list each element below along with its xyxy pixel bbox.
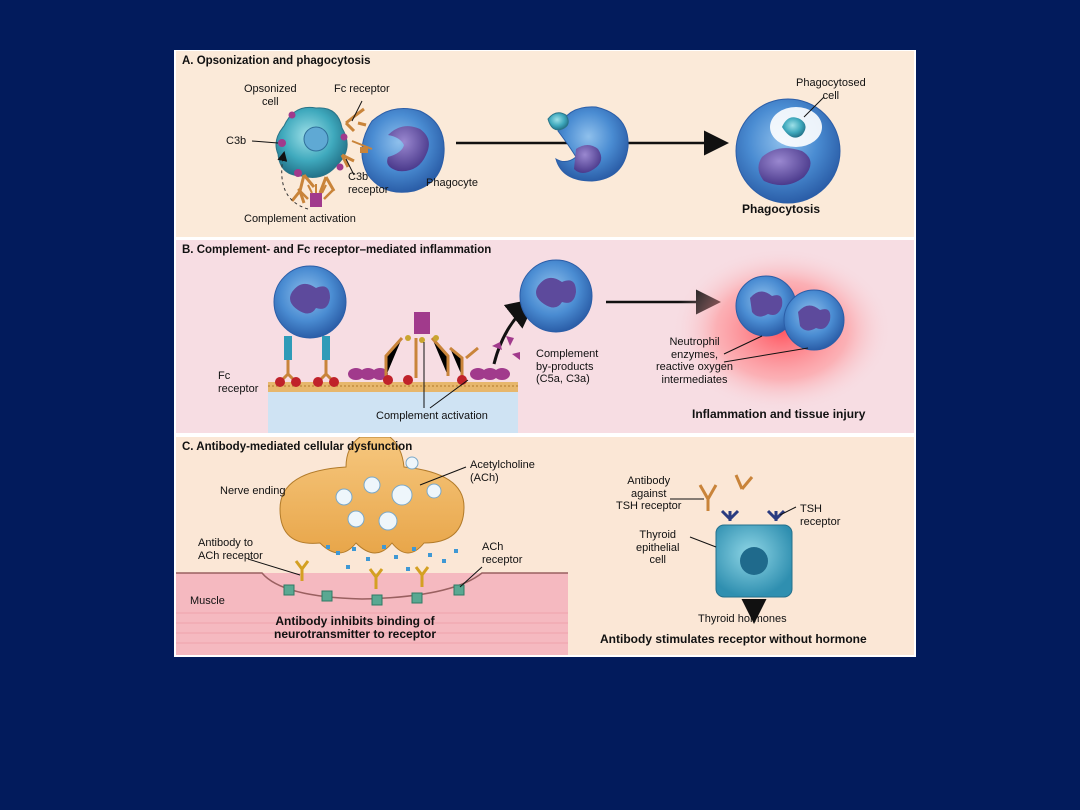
label-tsh-receptor: TSH receptor	[800, 503, 841, 528]
label-antibody-to-ach: Antibody to ACh receptor	[198, 537, 263, 562]
label-inflammation-outcome: Inflammation and tissue injury	[692, 407, 866, 421]
label-fc-receptor-b: Fc receptor	[218, 370, 259, 395]
label-stimulates-receptor: Antibody stimulates receptor without hor…	[600, 632, 867, 646]
label-opsonized-cell: Opsonized cell	[244, 83, 297, 108]
label-phagocyte: Phagocyte	[426, 177, 478, 189]
label-ach-receptor: ACh receptor	[482, 541, 523, 566]
panel-cellular-dysfunction: C. Antibody-mediated cellular dysfunctio…	[176, 437, 914, 655]
panel-a-title: A. Opsonization and phagocytosis	[182, 55, 371, 67]
nerve-ending-shape	[279, 437, 465, 554]
panel-c-title: C. Antibody-mediated cellular dysfunctio…	[182, 441, 413, 453]
label-phagocytosis: Phagocytosis	[742, 202, 821, 216]
label-c3b-receptor: C3b receptor	[348, 171, 389, 196]
label-fc-receptor: Fc receptor	[334, 83, 390, 95]
panel-opsonization: A. Opsonization and phagocytosis Opsoniz…	[176, 51, 914, 237]
panel-b-title: B. Complement- and Fc receptor–mediated …	[182, 244, 492, 256]
panel-inflammation: B. Complement- and Fc receptor–mediated …	[176, 240, 914, 433]
label-complement-byproducts: Complement by-products (C5a, C3a)	[536, 348, 599, 385]
label-phagocytosed-cell: Phagocytosed cell	[796, 77, 866, 102]
label-inhibits-binding: Antibody inhibits binding of neurotransm…	[274, 614, 437, 641]
opsonization-illustration	[251, 96, 841, 210]
label-thyroid-hormones: Thyroid hormones	[698, 613, 787, 625]
label-muscle: Muscle	[190, 595, 225, 607]
label-neutrophil-enzymes: Neutrophil enzymes, reactive oxygen inte…	[656, 336, 734, 386]
label-thyroid-cell: Thyroid epithelial cell	[636, 529, 680, 566]
label-nerve-ending: Nerve ending	[220, 485, 286, 497]
tsh-antibodies	[698, 474, 754, 511]
label-complement-activation-a: Complement activation	[244, 213, 356, 225]
label-complement-activation-b: Complement activation	[376, 410, 488, 422]
label-acetylcholine: Acetylcholine (ACh)	[470, 459, 535, 484]
complement-complex	[297, 184, 335, 207]
label-c3b: C3b	[226, 135, 247, 147]
label-antibody-tsh: Antibody against TSH receptor	[616, 475, 682, 512]
inflammation-illustration	[268, 248, 892, 433]
dysfunction-illustration	[176, 437, 797, 655]
figure: A. Opsonization and phagocytosis Opsoniz…	[174, 50, 916, 657]
